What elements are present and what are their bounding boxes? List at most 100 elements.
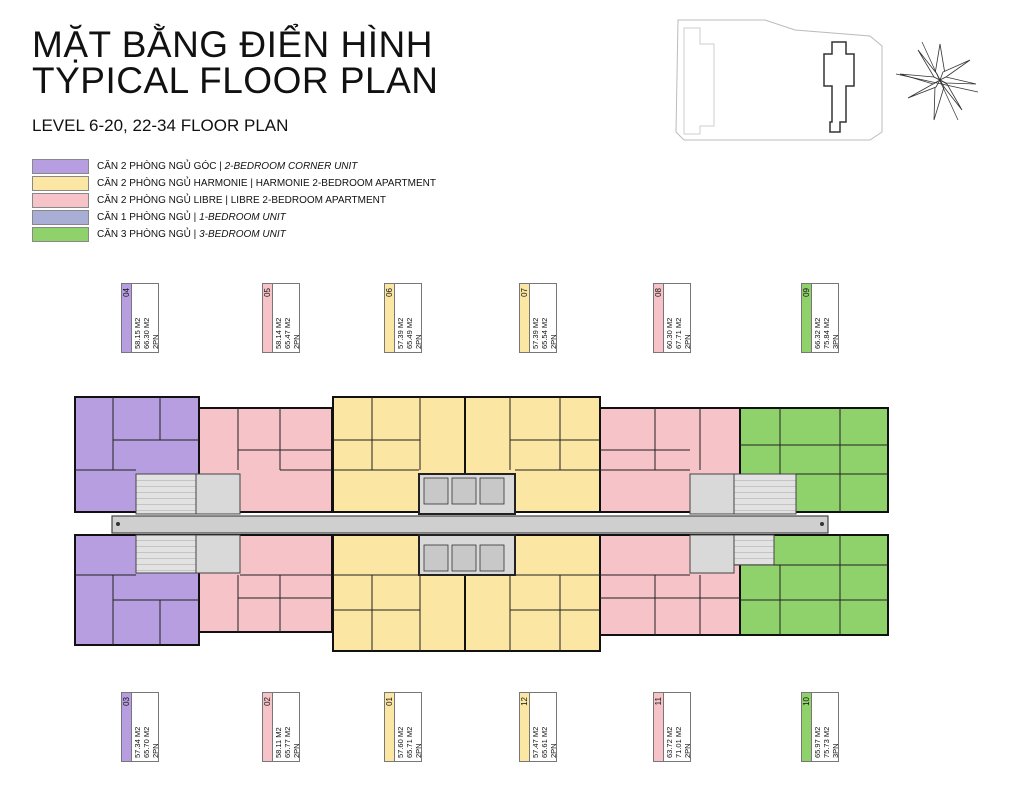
unit-area-net: 57.47 M2 xyxy=(531,726,540,758)
lift-right-top xyxy=(689,473,735,515)
unit-07-plan xyxy=(464,396,601,513)
unit-number: 10 xyxy=(802,697,811,706)
unit-type: 2PN xyxy=(151,334,160,349)
unit-area-gross: 66.30 M2 xyxy=(142,317,151,349)
legend-label-en: HARMONIE 2-BEDROOM APARTMENT xyxy=(255,178,436,189)
unit-area-gross: 67.71 M2 xyxy=(674,317,683,349)
lift-core-center-bottom xyxy=(418,534,516,576)
legend-swatch xyxy=(32,193,89,208)
lift-left-bottom xyxy=(195,534,241,574)
unit-03-plan xyxy=(74,534,200,646)
unit-area-net: 66.32 M2 xyxy=(813,317,822,349)
stair-core-left-top xyxy=(135,473,197,515)
unit-area-net: 57.60 M2 xyxy=(396,726,405,758)
unit-area-gross: 65.77 M2 xyxy=(283,726,292,758)
unit-area-gross: 65.54 M2 xyxy=(540,317,549,349)
unit-number: 04 xyxy=(122,288,131,297)
unit-type: 3PN xyxy=(831,743,840,758)
unit-number-cell: 06 xyxy=(385,284,395,352)
unit-type-legend: CĂN 2 PHÒNG NGỦ GÓC | 2-BEDROOM CORNER U… xyxy=(32,158,436,243)
unit-type: 2PN xyxy=(292,743,301,758)
stair-core-right-bottom xyxy=(733,534,775,566)
lift-core-center-top xyxy=(418,473,516,515)
unit-area-net: 60.30 M2 xyxy=(665,317,674,349)
unit-number-cell: 07 xyxy=(520,284,530,352)
unit-area-gross: 75.73 M2 xyxy=(822,726,831,758)
unit-type: 2PN xyxy=(151,743,160,758)
unit-number-cell: 03 xyxy=(122,693,132,761)
unit-11-plan xyxy=(599,534,741,636)
unit-06-plan xyxy=(332,396,466,513)
unit-area-gross: 65.49 M2 xyxy=(405,317,414,349)
legend-label-en: 3-BEDROOM UNIT xyxy=(199,229,286,240)
unit-number: 02 xyxy=(263,697,272,706)
legend-swatch xyxy=(32,159,89,174)
unit-type: 3PN xyxy=(831,334,840,349)
unit-area-gross: 65.61 M2 xyxy=(540,726,549,758)
unit-area-net: 58.15 M2 xyxy=(133,317,142,349)
unit-number: 03 xyxy=(122,697,131,706)
unit-type: 2PN xyxy=(292,334,301,349)
unit-area-net: 65.97 M2 xyxy=(813,726,822,758)
legend-label-en: LIBRE 2-BEDROOM APARTMENT xyxy=(230,195,386,206)
unit-area-net: 57.39 M2 xyxy=(531,317,540,349)
unit-number-cell: 04 xyxy=(122,284,132,352)
unit-number-cell: 09 xyxy=(802,284,812,352)
unit-area-gross: 65.47 M2 xyxy=(283,317,292,349)
unit-type: 2PN xyxy=(414,743,423,758)
unit-05-plan xyxy=(198,407,333,513)
unit-area-net: 58.14 M2 xyxy=(274,317,283,349)
unit-area-gross: 65.71 M2 xyxy=(405,726,414,758)
unit-number: 11 xyxy=(654,697,663,706)
legend-label-en: 1-BEDROOM UNIT xyxy=(199,212,286,223)
unit-number: 01 xyxy=(385,697,394,706)
unit-area-net: 58.11 M2 xyxy=(274,727,283,758)
unit-type: 2PN xyxy=(683,334,692,349)
legend-label-en: 2-BEDROOM CORNER UNIT xyxy=(224,161,358,172)
legend-label-vi: CĂN 1 PHÒNG NGỦ xyxy=(97,212,191,223)
legend-item: CĂN 2 PHÒNG NGỦ GÓC | 2-BEDROOM CORNER U… xyxy=(32,158,436,175)
legend-swatch xyxy=(32,210,89,225)
unit-number: 06 xyxy=(385,288,394,297)
unit-02-plan xyxy=(198,534,333,633)
unit-area-gross: 71.01 M2 xyxy=(674,726,683,758)
legend-label-vi: CĂN 2 PHÒNG NGỦ GÓC xyxy=(97,161,217,172)
compass-icon xyxy=(895,41,979,121)
unit-08-plan xyxy=(599,407,741,513)
unit-10-plan xyxy=(739,534,889,636)
unit-09-plan xyxy=(739,407,889,513)
legend-item: CĂN 3 PHÒNG NGỦ | 3-BEDROOM UNIT xyxy=(32,226,436,243)
unit-number: 07 xyxy=(520,288,529,297)
unit-type: 2PN xyxy=(549,334,558,349)
unit-number: 12 xyxy=(520,697,529,706)
level-subtitle: LEVEL 6-20, 22-34 FLOOR PLAN xyxy=(32,116,289,135)
unit-area-gross: 75.84 M2 xyxy=(822,317,831,349)
unit-number-cell: 02 xyxy=(263,693,273,761)
unit-04-plan xyxy=(74,396,200,513)
unit-01-plan xyxy=(332,534,466,652)
legend-item: CĂN 2 PHÒNG NGỦ HARMONIE | HARMONIE 2-BE… xyxy=(32,175,436,192)
unit-number: 05 xyxy=(263,288,272,297)
unit-number-cell: 08 xyxy=(654,284,664,352)
legend-label-vi: CĂN 2 PHÒNG NGỦ LIBRE xyxy=(97,195,223,206)
legend-label-vi: CĂN 2 PHÒNG NGỦ HARMONIE xyxy=(97,178,248,189)
lift-right-bottom xyxy=(689,534,735,574)
unit-type: 2PN xyxy=(414,334,423,349)
unit-area-net: 57.34 M2 xyxy=(133,726,142,758)
corridor xyxy=(111,515,829,534)
legend-label-vi: CĂN 3 PHÒNG NGỦ xyxy=(97,229,191,240)
unit-area-net: 57.39 M2 xyxy=(396,317,405,349)
unit-area-net: 63.72 M2 xyxy=(665,726,674,758)
